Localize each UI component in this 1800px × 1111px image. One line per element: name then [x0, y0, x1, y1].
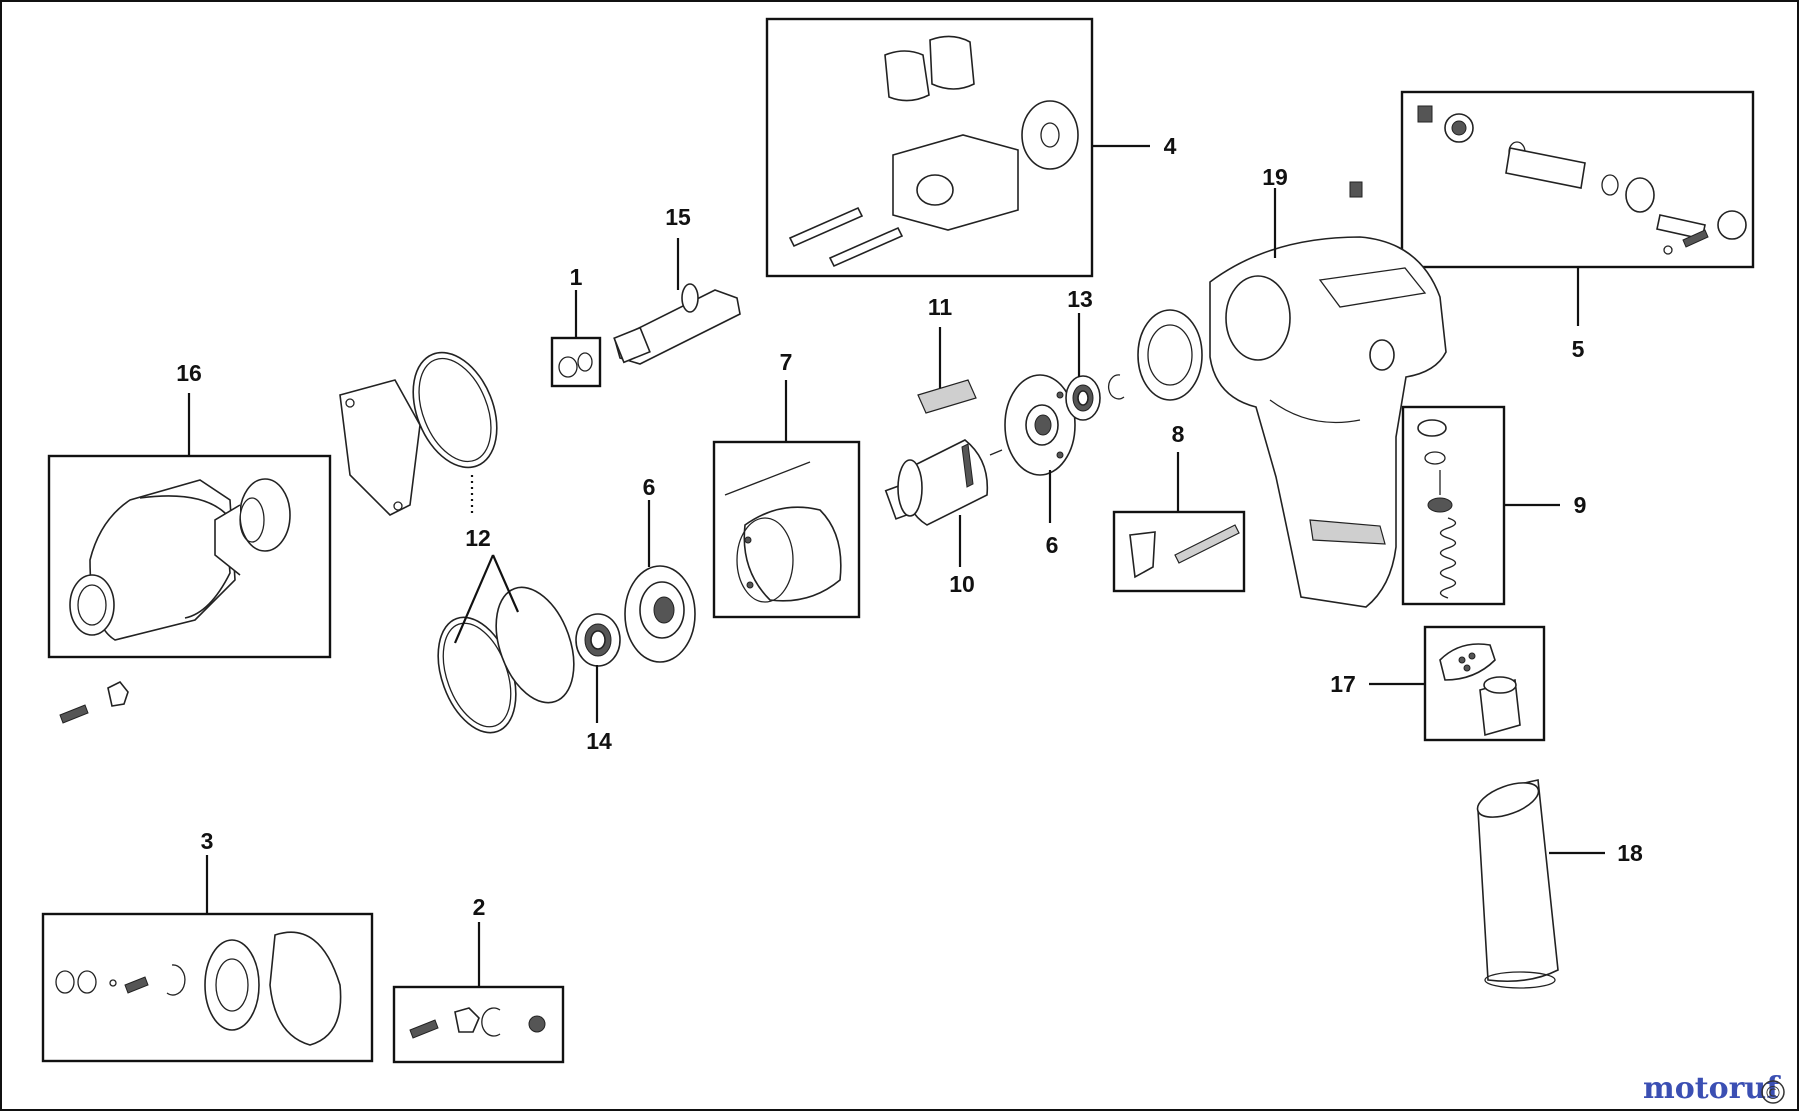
callout-10: 10: [949, 571, 975, 597]
callout-1: 1: [570, 264, 583, 290]
part-15[interactable]: 15: [613, 204, 741, 365]
callout-19: 19: [1262, 164, 1288, 190]
callout-3: 3: [201, 828, 214, 854]
part-19[interactable]: 19: [1209, 164, 1447, 608]
regulator-spring-part: [1417, 419, 1457, 599]
hammer-case-part: [69, 478, 291, 641]
tool-housing-part: [1209, 236, 1447, 608]
callout-7: 7: [780, 349, 793, 375]
watermark-logo: motoruf ©: [1643, 1071, 1785, 1106]
part-14[interactable]: 14: [575, 613, 621, 754]
part-13[interactable]: 13: [1065, 286, 1203, 421]
rotor-part: [884, 439, 1003, 526]
part-group-8[interactable]: 8: [1112, 421, 1246, 593]
small-hardware-parts: [409, 1007, 546, 1039]
valve-parts: [1417, 105, 1747, 255]
callout-9: 9: [1574, 492, 1587, 518]
callout-4: 4: [1164, 133, 1177, 159]
vane-part: [917, 379, 977, 414]
part-group-17[interactable]: 17: [1330, 625, 1546, 742]
part-6-front[interactable]: 6: [624, 474, 696, 663]
callout-17: 17: [1330, 671, 1356, 697]
anvil-part: [613, 283, 741, 365]
callout-5: 5: [1572, 336, 1585, 362]
part-group-2[interactable]: 2: [392, 894, 565, 1064]
part-1[interactable]: 1: [550, 264, 602, 388]
callout-13: 13: [1067, 286, 1093, 312]
part-group-9[interactable]: 9: [1401, 405, 1587, 606]
screw-and-clip-loose: [59, 680, 129, 724]
gasket-kit-parts: [55, 931, 342, 1046]
callout-18: 18: [1617, 840, 1643, 866]
part-10[interactable]: 10: [884, 439, 1003, 597]
callout-2: 2: [473, 894, 486, 920]
callout-15: 15: [665, 204, 691, 230]
bearing-part: [575, 613, 621, 667]
part-group-7[interactable]: 7: [712, 349, 861, 619]
small-fitting-part: [1349, 181, 1363, 198]
part-group-5[interactable]: 5: [1400, 90, 1755, 362]
part-18[interactable]: 18: [1473, 776, 1643, 989]
part-6-rear[interactable]: 6: [1004, 374, 1076, 558]
exhaust-inlet-part: [1439, 643, 1521, 737]
part-12[interactable]: 12: [339, 340, 588, 743]
watermark-brand: motoruf: [1643, 1071, 1781, 1106]
part-group-3[interactable]: 3: [41, 828, 374, 1063]
part-group-16[interactable]: 16: [47, 360, 332, 659]
callout-12: 12: [465, 525, 491, 551]
callout-6-front: 6: [643, 474, 656, 500]
callout-16: 16: [176, 360, 202, 386]
cylinder-part: [724, 461, 842, 603]
rear-bearing-part: [1065, 309, 1203, 421]
throttle-trigger-part: [1129, 524, 1240, 579]
gasket-parts: [339, 351, 575, 734]
callout-14: 14: [586, 728, 612, 754]
grip-sleeve-part: [1476, 779, 1559, 989]
watermark-copyright: ©: [1764, 1083, 1782, 1104]
hammer-cage-part: [788, 35, 1079, 268]
front-end-plate-part: [624, 565, 696, 663]
part-11[interactable]: 11: [917, 294, 977, 414]
callout-6-rear: 6: [1046, 532, 1059, 558]
rear-end-plate-part: [1004, 374, 1076, 476]
callout-11: 11: [928, 294, 953, 320]
part-group-4[interactable]: 4: [765, 17, 1177, 278]
callout-8: 8: [1172, 421, 1185, 447]
